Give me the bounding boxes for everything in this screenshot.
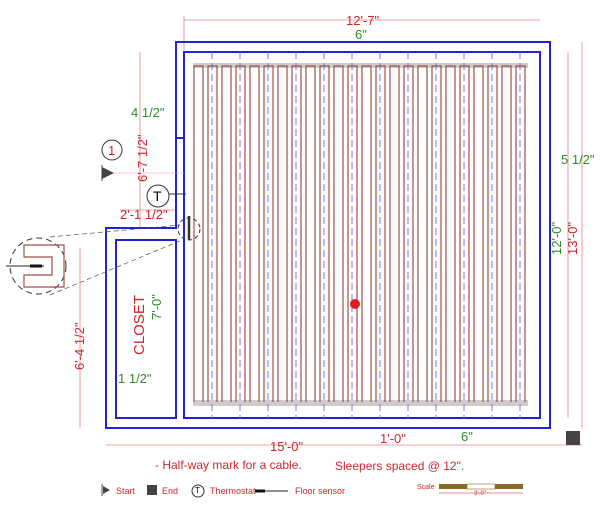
dim-right-offset: 5 1/2" [561, 152, 595, 167]
legend-start-icon [103, 486, 110, 494]
cable-loop [263, 65, 274, 402]
top-rail [193, 63, 528, 68]
legend-end: End [162, 486, 179, 496]
cable-loop [235, 65, 246, 402]
cable-loop [431, 65, 442, 402]
cable-loop [403, 65, 414, 402]
scale-bar [439, 484, 467, 489]
dim-closet-total: 6'-4 1/2" [72, 322, 87, 370]
inner-wall [183, 51, 541, 419]
cable-loop [515, 65, 526, 402]
outer-wall [105, 41, 551, 429]
cable-loop [249, 65, 260, 402]
legend-thermostat-icon [191, 484, 205, 498]
legend-floor-sensor: Floor sensor [295, 486, 346, 496]
legend-start: Start [116, 486, 136, 496]
cable-loop [333, 65, 344, 402]
cable-loop [459, 65, 470, 402]
end-icon [566, 431, 580, 445]
thermostat-marker [146, 184, 170, 208]
wall-notch [175, 52, 184, 139]
dim-top-width: 12'-7" [346, 13, 380, 28]
label-circuit-number: 1 [108, 143, 116, 158]
legend-scale: Scale [417, 484, 435, 491]
legend-thermostat: Thermostat [210, 486, 256, 496]
closet-label: CLOSET [131, 294, 148, 355]
cable-loop [417, 65, 428, 402]
legend-scale-length: 3'-0" [474, 491, 486, 497]
closet-wall [115, 239, 177, 419]
cable-loop [501, 65, 512, 402]
cable-loop [291, 65, 302, 402]
cable-loop [375, 65, 386, 402]
dim-inner-height: 12'-0" [549, 221, 564, 255]
cable-loop [207, 65, 218, 402]
thermostat-symbol: T [153, 188, 162, 204]
dim-top-offset: 6" [355, 27, 367, 42]
cable-loop [487, 65, 498, 402]
sensor-detail-circle [9, 237, 67, 295]
dim-closet-offset: 1 1/2" [118, 371, 152, 386]
cable-loop [277, 65, 288, 402]
note-halfway: - Half-way mark for a cable. [155, 458, 302, 472]
halfway-mark [350, 299, 360, 309]
circuit-marker [101, 139, 123, 161]
dim-closet-height: 7'-0" [149, 294, 164, 320]
cable-loop [193, 65, 204, 402]
dim-closet-width: 2'-1 1/2" [120, 207, 168, 222]
cable-loop [347, 65, 358, 402]
cable-loop [361, 65, 372, 402]
dim-left-height: 6'-7 1/2" [135, 134, 150, 182]
note-sleepers: Sleepers spaced @ 12". [335, 459, 465, 473]
dim-total-width: 15'-0" [270, 439, 304, 454]
cable-loop [305, 65, 316, 402]
legend-thermostat-symbol: T [195, 486, 200, 495]
cable-loop [221, 65, 232, 402]
cable-loop [445, 65, 456, 402]
dim-sleeper-spacing: 1'-0" [380, 431, 406, 446]
start-icon [102, 167, 114, 179]
cable-loop [319, 65, 330, 402]
dim-left-upper-offset: 4 1/2" [131, 105, 165, 120]
dim-outer-height: 13'-0" [565, 221, 580, 255]
bottom-rail [193, 400, 528, 406]
cable-loop [473, 65, 484, 402]
cable-loop [389, 65, 400, 402]
dim-bottom-offset: 6" [461, 429, 473, 444]
legend-end-icon [147, 485, 157, 495]
